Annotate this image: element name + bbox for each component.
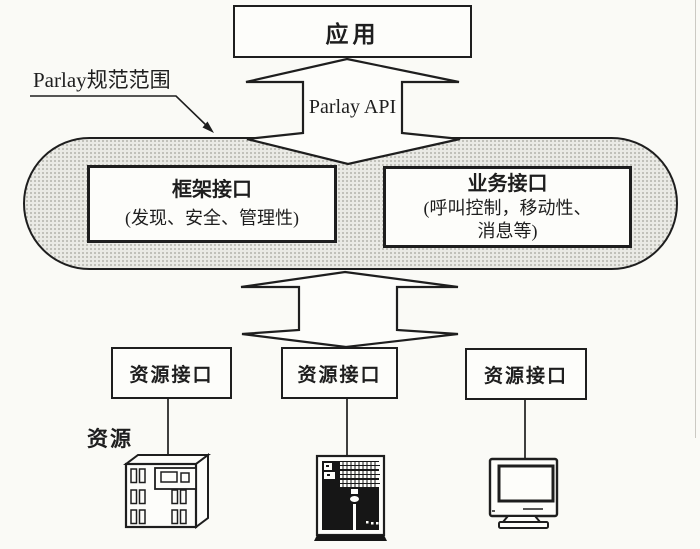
service-interface-subtitle-line2: 消息等) [477, 221, 538, 241]
crt-monitor-icon [488, 457, 559, 529]
resource-double-arrow [240, 270, 459, 349]
application-box: 应用 [233, 5, 472, 58]
framework-interface-title: 框架接口 [172, 179, 252, 202]
resource-interface-box-right: 资源接口 [465, 348, 587, 400]
switch-cabinet-icon [123, 453, 211, 529]
resource-interface-label: 资源接口 [297, 364, 382, 386]
scope-leader-arrowhead-icon [202, 121, 214, 133]
resource-interface-label: 资源接口 [129, 364, 214, 386]
application-label: 应用 [325, 21, 380, 47]
parlay-api-label: Parlay API [308, 96, 397, 118]
resource-label: 资源 [87, 427, 133, 451]
resource-interface-box-middle: 资源接口 [281, 347, 398, 399]
page-edge-line [695, 0, 696, 438]
resource-interface-box-left: 资源接口 [111, 347, 232, 399]
parlay-api-double-arrow [245, 57, 461, 166]
framework-interface-subtitle: (发现、安全、管理性) [125, 208, 299, 229]
resource-interface-label: 资源接口 [483, 365, 568, 387]
scope-label: Parlay规范范围 [33, 68, 171, 92]
scope-leader-line [30, 95, 209, 128]
framework-interface-box: 框架接口 (发现、安全、管理性) [87, 165, 337, 243]
tower-server-icon [314, 454, 387, 541]
service-interface-box: 业务接口 (呼叫控制，移动性、 消息等) [383, 166, 632, 248]
service-interface-title: 业务接口 [467, 172, 548, 195]
service-interface-subtitle-line1: (呼叫控制，移动性、 [423, 197, 592, 218]
